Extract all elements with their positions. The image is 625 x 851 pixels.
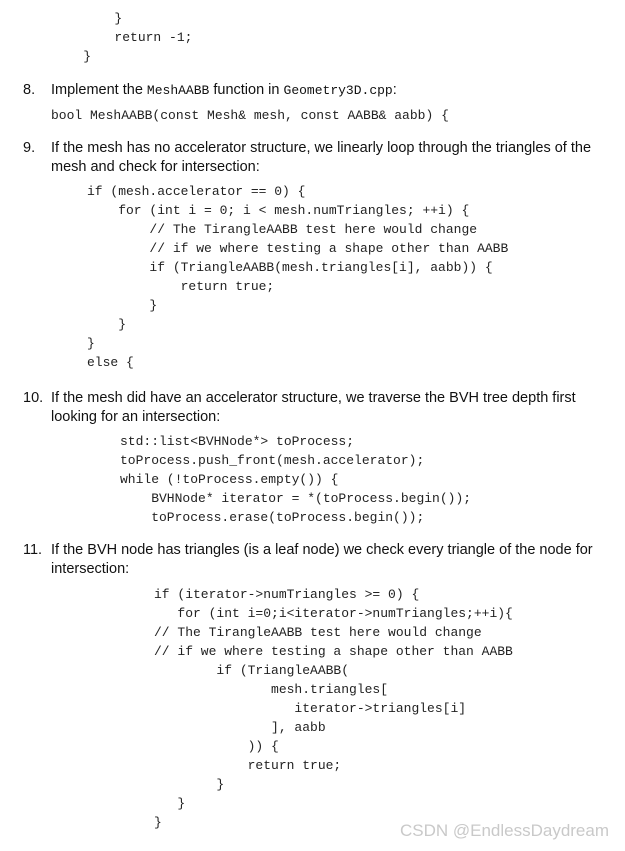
code-block-leaf-check: if (iterator->numTriangles >= 0) { for (…	[154, 587, 513, 830]
code-name-inline: MeshAABB	[146, 83, 210, 98]
step-9-number: 9.	[23, 140, 36, 156]
step-8-text: Implement the MeshAABB function in Geome…	[51, 82, 397, 98]
code-block-linear-loop: if (mesh.accelerator == 0) { for (int i …	[87, 184, 509, 370]
step-9-text: If the mesh has no accelerator structure…	[51, 140, 592, 175]
step-11-number: 11.	[23, 542, 43, 558]
code-block-return: } return -1; }	[52, 11, 193, 64]
code-block-signature: bool MeshAABB(const Mesh& mesh, const AA…	[51, 108, 449, 123]
step-10-number: 10.	[23, 390, 44, 406]
step-10-text: If the mesh did have an accelerator stru…	[51, 390, 576, 425]
watermark: CSDN @EndlessDaydream	[399, 821, 609, 840]
code-block-bvh-traverse: std::list<BVHNode*> toProcess; toProcess…	[120, 434, 472, 525]
code-file-inline: Geometry3D.cpp	[283, 83, 393, 98]
step-8-number: 8.	[23, 82, 36, 98]
step-11-text: If the BVH node has triangles (is a leaf…	[51, 542, 593, 577]
